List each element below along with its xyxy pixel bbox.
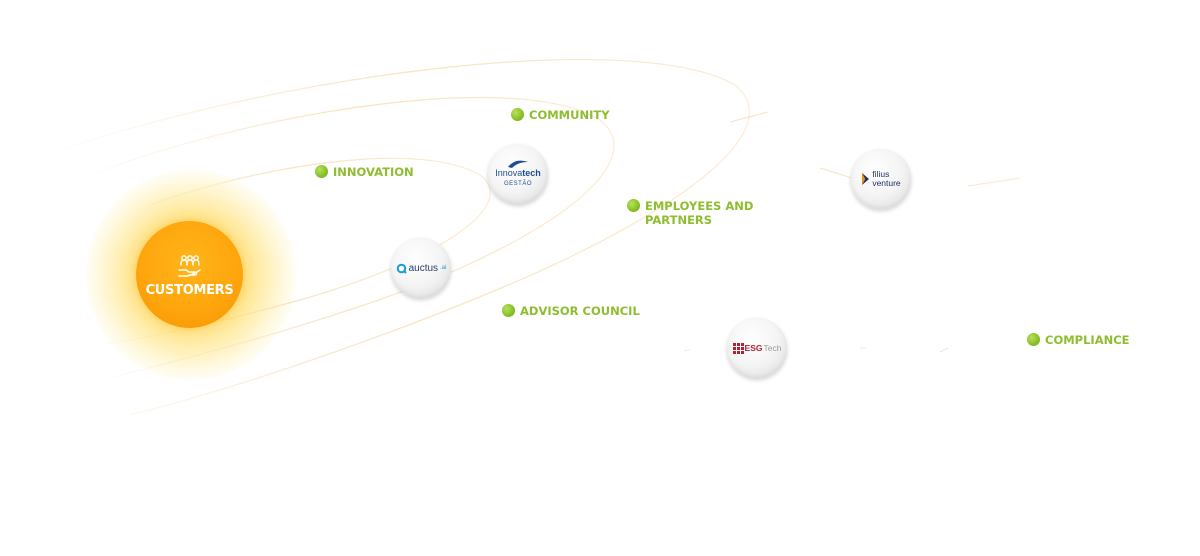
label-employees-line2: PARTNERS (645, 213, 713, 227)
innovatech-wave-icon (508, 160, 528, 168)
orbit-fragment-6 (939, 347, 949, 353)
orbit-fragment-4 (683, 349, 691, 352)
planet-innovatech[interactable]: Innovatech GESTÃO (488, 144, 548, 204)
innovatech-logo: Innovatech GESTÃO (495, 168, 541, 188)
planet-filius-venture[interactable]: filius venture (851, 149, 911, 209)
orbit-fragment-2 (819, 167, 853, 179)
planet-auctus[interactable]: auctus.ai (391, 238, 451, 298)
customers-handshake-icon (177, 255, 201, 277)
label-community[interactable]: COMMUNITY (511, 108, 610, 122)
green-dot-icon (502, 304, 515, 317)
green-dot-icon (627, 199, 640, 212)
auctus-logo: auctus.ai (396, 263, 446, 274)
esg-grid-icon (732, 342, 744, 354)
green-dot-icon (511, 108, 524, 121)
orbit-fragment-1 (729, 111, 769, 123)
label-innovation[interactable]: INNOVATION (315, 165, 414, 179)
label-employees-line1: EMPLOYEES AND (645, 199, 754, 213)
label-compliance[interactable]: COMPLIANCE (1027, 333, 1130, 347)
auctus-q-icon (396, 263, 407, 274)
label-advisor-council[interactable]: ADVISOR COUNCIL (502, 304, 640, 318)
orbit-employees (59, 59, 750, 416)
green-dot-icon (315, 165, 328, 178)
orbit-fragment-3 (967, 177, 1021, 187)
filius-chevron-icon (862, 173, 870, 185)
label-employees-partners[interactable]: EMPLOYEES AND PARTNERS (627, 199, 753, 227)
customers-node[interactable]: CUSTOMERS (136, 221, 243, 328)
filius-venture-logo: filius venture (861, 170, 901, 188)
customers-label: CUSTOMERS (145, 283, 234, 298)
green-dot-icon (1027, 333, 1040, 346)
